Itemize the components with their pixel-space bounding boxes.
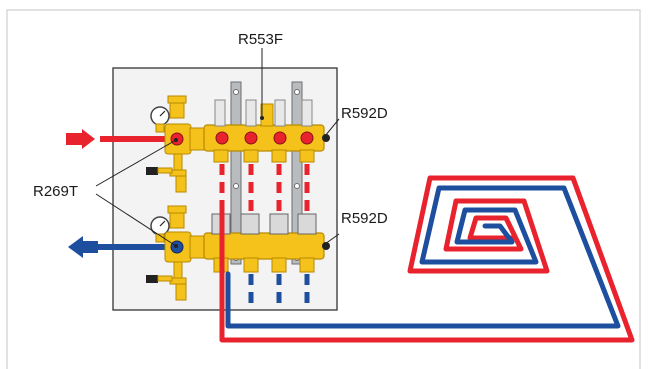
- leader-dot: [260, 116, 264, 120]
- label-manifold: R553F: [238, 31, 283, 48]
- floor-loop-return: [225, 185, 621, 329]
- leader-dot: [174, 244, 178, 248]
- floor-loop-supply: [219, 175, 635, 343]
- label-return-header: R592D: [341, 210, 388, 227]
- supply-ball-valve: [146, 95, 205, 193]
- supply-manifold: [203, 99, 330, 163]
- supply-inlet-pipe: [100, 136, 170, 142]
- return-circuit-lines: [248, 274, 310, 304]
- label-supply-header: R592D: [341, 105, 388, 122]
- label-ball-valve: R269T: [33, 183, 78, 200]
- supply-circuit-lines: [248, 164, 310, 212]
- figure-frame: [6, 9, 641, 369]
- return-ball-valve: [146, 205, 205, 301]
- arrow-right-icon: [66, 129, 95, 149]
- return-outlet-pipe: [98, 244, 170, 250]
- arrow-left-icon: [68, 236, 98, 258]
- leader-lines: [95, 48, 340, 247]
- leader-dot: [174, 138, 178, 142]
